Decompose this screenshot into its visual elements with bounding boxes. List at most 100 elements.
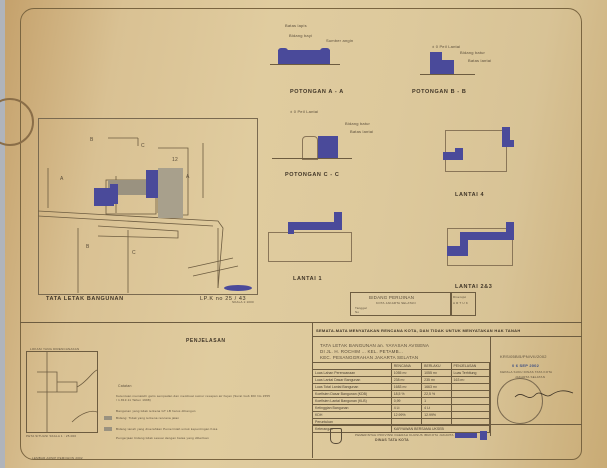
legend-swatch-1 <box>104 416 112 420</box>
table-cell: KARYAWAN BERSAMA UKSEB <box>390 425 491 433</box>
floor-4-fill-c <box>502 127 510 147</box>
table-cell <box>450 411 491 419</box>
floor-4-fill-d <box>502 140 514 147</box>
section-c-note-2: Bidang batur <box>345 121 371 126</box>
location-map-drawing <box>37 352 98 432</box>
agency-emblem-icon <box>330 428 342 444</box>
permit-region: JAKARTA SELATAN <box>515 375 546 379</box>
bottom-panel-divider <box>20 322 582 323</box>
table-cell: Luas Lantai Dasar Bangunan <box>312 376 392 384</box>
table-cell: 18,5 % <box>390 390 423 398</box>
table-cell: 1055 m² <box>421 369 452 377</box>
section-a-note-3: Sumber angin <box>326 38 354 43</box>
table-cell: Luas Lahan Perencanaan <box>312 369 392 377</box>
section-c-note-1: ± 0 Peil Lantai <box>290 109 319 114</box>
approval-subtitle: KOTA JAKARTA SELATAN <box>376 301 416 305</box>
section-b-fill-2 <box>440 60 454 74</box>
section-b-fill <box>430 52 442 74</box>
permit-divider <box>490 336 491 436</box>
permit-office: KEPALA SUKU DINAS TATA KOTA <box>500 370 553 374</box>
floor-1-fill <box>288 222 334 230</box>
official-stamp-right <box>497 378 543 424</box>
floor-4-fill-b <box>455 148 463 158</box>
approval-no-label: No <box>355 310 360 314</box>
project-line-2: DI JL. H. ROCHIM ... KEL. PETAMB... <box>320 349 404 354</box>
floor-1-label: LANTAI 1 <box>293 276 323 282</box>
floor-2-3-label: LANTAI 2&3 <box>455 284 493 290</box>
section-c-outline <box>302 136 318 160</box>
section-a-fill <box>278 50 330 64</box>
floor-1-outline <box>268 232 352 262</box>
legend-title: PENJELASAN <box>186 338 226 344</box>
section-a-ground <box>270 64 340 65</box>
table-cell: 235 m² <box>421 376 452 384</box>
location-map-scale: PETA SITUASI SKALA 1 : 25.000 <box>26 434 77 438</box>
section-b-label: POTONGAN B - B <box>412 89 467 95</box>
table-header: BERLAKU <box>421 362 452 370</box>
table-cell: Luas Terhitung <box>450 369 491 377</box>
table-cell: 22,5 % <box>421 390 452 398</box>
table-header <box>312 362 392 370</box>
table-cell: Koefisien Lantai Bangunan (KLB) <box>312 397 392 405</box>
approval-title: BIDANG PERIJINAN <box>369 295 415 300</box>
table-cell: Keterangan <box>312 425 392 433</box>
project-line-1: TATA LETAK BANGUNAN an. YAYASAN AVISENA <box>320 343 430 348</box>
bottom-note: LEMBAR ARSIP PEMOHON 2002 <box>32 456 83 460</box>
project-line-3: KEC. PESANGGRAHAN JAKARTA SELATAN <box>320 355 419 360</box>
table-cell: 4 Lt <box>390 404 423 412</box>
location-map-title: LOKASI YANG DIRENCANAKAN <box>30 347 80 351</box>
table-cell <box>450 404 491 412</box>
floor-2-3-fill-a <box>447 246 467 256</box>
table-cell: 1 <box>421 397 452 405</box>
table-header-row: RENCANA BERLAKU PENJELASAN <box>312 362 491 370</box>
dimension-12: 12 <box>172 157 178 163</box>
table-cell: 1055 m² <box>390 369 423 377</box>
section-c-fill <box>318 136 338 158</box>
table-row: Koefisien Dasar Bangunan (KDB)18,5 %22,5… <box>312 390 491 398</box>
table-cell: 163 m² <box>450 376 491 384</box>
legend-item-2: Bangunan yang tidak terkena GT LB harus … <box>116 409 196 413</box>
location-map <box>26 351 98 433</box>
permit-number: KRS/05B/5/PN/VII/2002 <box>500 354 547 359</box>
dtk-logo-mark-icon <box>480 431 487 440</box>
approval-tanggal-label: Tanggal <box>355 306 367 310</box>
floor-2-3-fill-d <box>506 222 514 240</box>
site-plan-frame <box>38 118 258 295</box>
site-plan-title: TATA LETAK BANGUNAN <box>46 296 124 302</box>
table-cell: 12.99% <box>421 411 452 419</box>
lpk-number: LP.K no 25 / 43 <box>200 296 247 302</box>
marker-b-bottom: B <box>86 244 90 250</box>
floor-4-label: LANTAI 4 <box>455 192 485 198</box>
table-cell <box>450 397 491 405</box>
table-header: PENJELASAN <box>450 362 491 370</box>
scale-label: SKALA 1:1000 <box>232 300 254 304</box>
marker-b-top: B <box>90 137 94 143</box>
marker-a-left: A <box>60 176 64 182</box>
section-a-fill-left <box>278 48 288 64</box>
table-cell <box>450 390 491 398</box>
floor-1-fill-3 <box>288 222 294 234</box>
legend-item-4: Bidang tanah yang diserahkan Pemerintah … <box>116 427 218 431</box>
footer-agency: PEMERINTAH PROVINSI DAERAH KHUSUS IBUKOT… <box>355 433 454 437</box>
site-plan-drawing <box>37 137 252 293</box>
floor-2-3-fill-b <box>460 232 468 256</box>
table-cell: 0,99 <box>390 397 423 405</box>
section-a-note-1: Batas lapis <box>285 23 307 28</box>
approval-disetujui-label: Disetujui <box>453 295 467 299</box>
section-c-ground <box>272 158 352 159</box>
table-cell: Ketinggian Bangunan <box>312 404 392 412</box>
dtk-logo-icon <box>455 433 477 438</box>
section-c-note-3: Batas lantai <box>350 129 374 134</box>
legend-item-1: Ketentuan mematuhi garis sempadan dan me… <box>116 394 271 402</box>
signature <box>514 390 574 398</box>
marker-c-bottom: C <box>132 250 136 256</box>
legend-item-5: Pengerjaan bidang tidak sesuai dengan ba… <box>116 436 209 440</box>
disclaimer: SEMATA-MATA MENYATAKAN RENCANA KOTA, DAN… <box>316 328 521 333</box>
section-a-fill-right <box>320 48 330 64</box>
building-data-table: RENCANA BERLAKU PENJELASAN Luas Lahan Pe… <box>312 362 491 433</box>
table-header: RENCANA <box>390 362 423 370</box>
